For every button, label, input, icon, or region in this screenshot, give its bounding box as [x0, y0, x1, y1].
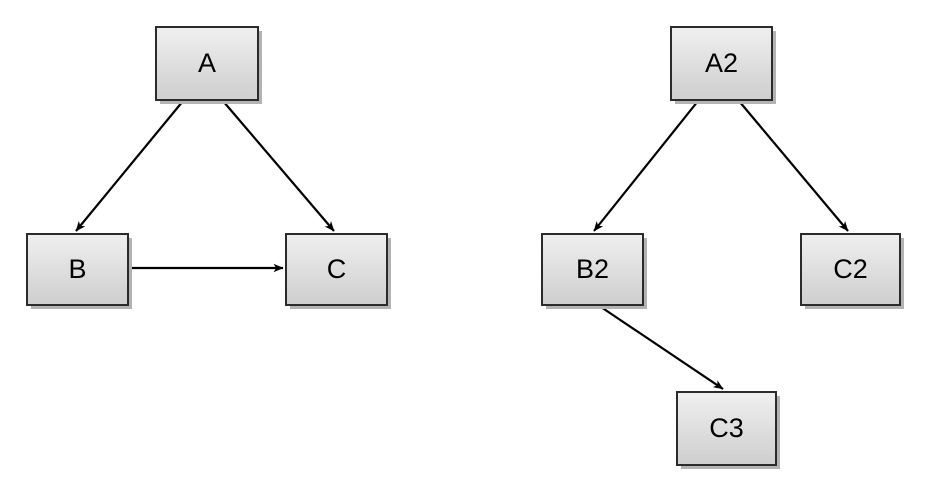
edge-a-to-c[interactable]: [222, 100, 335, 232]
node-c2[interactable]: C2: [800, 233, 901, 306]
edge-a2-to-b2[interactable]: [593, 100, 699, 232]
node-label-c: C: [326, 254, 347, 284]
node-a[interactable]: A: [155, 26, 259, 101]
edge-a-to-b[interactable]: [75, 100, 184, 232]
node-b2[interactable]: B2: [541, 233, 644, 306]
edge-b2-to-c3[interactable]: [600, 306, 724, 390]
node-c[interactable]: C: [285, 233, 388, 306]
node-label-c3: C3: [709, 413, 744, 443]
node-label-a: A: [197, 48, 216, 78]
node-label-c2: C2: [833, 254, 868, 284]
edge-a2-to-c2[interactable]: [738, 100, 849, 232]
node-b[interactable]: B: [26, 233, 129, 306]
node-a2[interactable]: A2: [670, 26, 773, 101]
node-label-a2: A2: [704, 48, 739, 78]
node-label-b2: B2: [575, 254, 610, 284]
node-c3[interactable]: C3: [676, 391, 777, 466]
node-label-b: B: [68, 254, 87, 284]
